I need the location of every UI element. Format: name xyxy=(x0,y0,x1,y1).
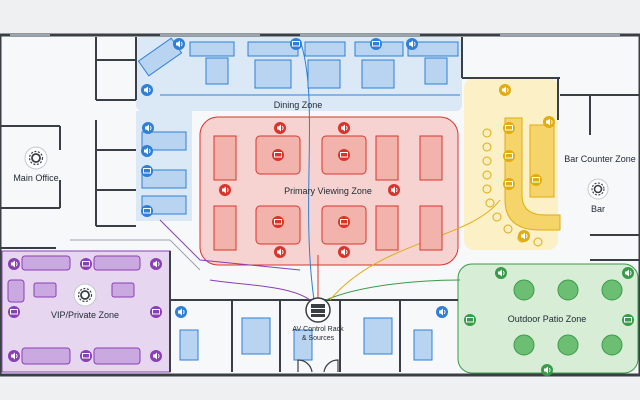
viewing-tables xyxy=(213,135,443,251)
speaker-icon[interactable] xyxy=(541,364,553,376)
tv-display-icon[interactable] xyxy=(80,350,92,362)
speaker-icon[interactable] xyxy=(175,306,187,318)
speaker-icon[interactable] xyxy=(495,267,507,279)
primary-viewing-zone-label: Primary Viewing Zone xyxy=(284,186,372,196)
av-rack-label-line2: & Sources xyxy=(302,335,335,342)
speaker-icon[interactable] xyxy=(150,350,162,362)
tv-display-icon[interactable] xyxy=(141,165,153,177)
speaker-icon[interactable] xyxy=(406,38,418,50)
tv-display-icon[interactable] xyxy=(141,205,153,217)
bar-counter-zone-label: Bar Counter Zone xyxy=(564,154,636,164)
speaker-icon[interactable] xyxy=(8,350,20,362)
speaker-icon[interactable] xyxy=(622,267,634,279)
speaker-icon[interactable] xyxy=(274,122,286,134)
gear-icon[interactable] xyxy=(587,178,609,200)
dining-zone-label: Dining Zone xyxy=(274,100,323,110)
gear-icon[interactable] xyxy=(24,146,48,170)
speaker-icon[interactable] xyxy=(8,258,20,270)
tv-display-icon[interactable] xyxy=(290,38,302,50)
tv-display-icon[interactable] xyxy=(464,314,476,326)
tv-display-icon[interactable] xyxy=(503,122,515,134)
tv-display-icon[interactable] xyxy=(272,149,284,161)
tv-display-icon[interactable] xyxy=(8,306,20,318)
corridor-desks xyxy=(179,317,433,361)
tv-display-icon[interactable] xyxy=(503,178,515,190)
bar-counter xyxy=(504,117,561,231)
speaker-icon[interactable] xyxy=(142,122,154,134)
tv-display-icon[interactable] xyxy=(622,314,634,326)
bar-stools xyxy=(482,128,543,247)
tv-display-icon[interactable] xyxy=(272,216,284,228)
tv-display-icon[interactable] xyxy=(80,258,92,270)
speaker-icon[interactable] xyxy=(173,38,185,50)
speaker-icon[interactable] xyxy=(338,246,350,258)
av-rack-icon[interactable] xyxy=(305,297,331,323)
device-icons xyxy=(8,38,634,376)
speaker-icon[interactable] xyxy=(219,184,231,196)
vip-zone-label: VIP/Private Zone xyxy=(51,310,119,320)
tv-display-icon[interactable] xyxy=(150,306,162,318)
speaker-icon[interactable] xyxy=(274,246,286,258)
speaker-icon[interactable] xyxy=(518,230,530,242)
tv-display-icon[interactable] xyxy=(338,149,350,161)
speaker-icon[interactable] xyxy=(499,84,511,96)
entrance-door[interactable] xyxy=(297,359,339,373)
speaker-icon[interactable] xyxy=(543,116,555,128)
speaker-icon[interactable] xyxy=(141,84,153,96)
av-rack-label-line1: AV Control Rack xyxy=(292,326,344,333)
tv-display-icon[interactable] xyxy=(530,174,542,186)
dining-tables xyxy=(137,37,459,215)
speaker-icon[interactable] xyxy=(388,184,400,196)
tv-display-icon[interactable] xyxy=(338,216,350,228)
outdoor-patio-zone-label: Outdoor Patio Zone xyxy=(508,314,587,324)
vip-furniture xyxy=(7,255,141,365)
speaker-icon[interactable] xyxy=(141,145,153,157)
tv-display-icon[interactable] xyxy=(503,150,515,162)
speaker-icon[interactable] xyxy=(150,258,162,270)
speaker-icon[interactable] xyxy=(338,122,350,134)
patio-tables xyxy=(513,279,623,356)
gear-icon[interactable] xyxy=(73,283,97,307)
speaker-icon[interactable] xyxy=(436,306,448,318)
bar-label: Bar xyxy=(591,204,605,214)
tv-display-icon[interactable] xyxy=(370,38,382,50)
main-office-label: Main Office xyxy=(13,173,58,183)
